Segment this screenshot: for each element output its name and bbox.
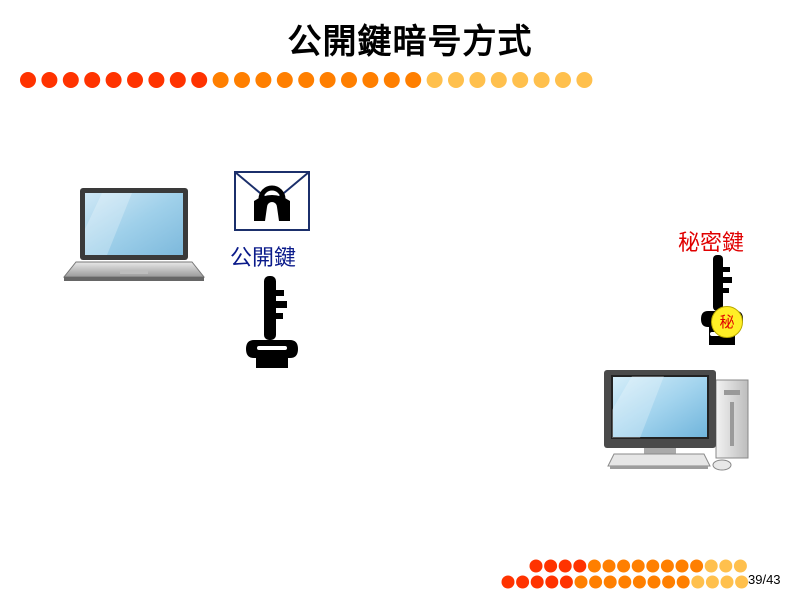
laptop-icon [62, 188, 206, 281]
decor-dot [105, 72, 122, 88]
decor-dot [573, 559, 587, 573]
decor-dot [704, 559, 718, 573]
page-title: 公開鍵暗号方式 [287, 22, 533, 62]
decor-dot [255, 72, 272, 88]
decor-dot [733, 559, 747, 573]
title-underline-dots [20, 72, 593, 88]
decor-dot [20, 72, 36, 88]
decor-dot [558, 559, 572, 573]
decor-dot [544, 559, 558, 573]
decor-dot [574, 575, 588, 589]
public-key-label: 公開鍵 [230, 246, 297, 271]
decor-dot [589, 575, 603, 589]
decor-dot [603, 575, 617, 589]
decor-dot [587, 559, 601, 573]
decor-dot [41, 72, 58, 88]
decor-dot [276, 72, 293, 88]
decor-dot [319, 72, 336, 88]
decor-dot [545, 575, 559, 589]
decor-dot [512, 72, 529, 88]
decor-dot [632, 575, 646, 589]
decor-dot [735, 575, 749, 589]
decor-dot [576, 72, 593, 88]
decor-dot [559, 575, 573, 589]
public-key-icon [246, 276, 298, 368]
page-number: 39/43 [748, 572, 781, 587]
decor-dot [426, 72, 443, 88]
decor-dot [191, 72, 208, 88]
decor-dot [169, 72, 186, 88]
decor-dot [618, 575, 632, 589]
decor-dot [675, 559, 689, 573]
decor-dot [469, 72, 486, 88]
decor-dot [84, 72, 101, 88]
decor-dot [646, 559, 660, 573]
decor-dot [405, 72, 422, 88]
decor-dot [234, 72, 250, 88]
decor-dot [631, 559, 645, 573]
decor-dot [530, 575, 544, 589]
decor-dot [662, 575, 676, 589]
decor-dot [533, 72, 550, 88]
decor-dot [383, 72, 400, 88]
decor-dot [690, 559, 704, 573]
decor-dot [501, 575, 515, 589]
decor-dot [555, 72, 571, 88]
secret-key-label: 秘密鍵 [678, 231, 745, 256]
decor-dot [647, 575, 661, 589]
decor-dot [212, 72, 229, 88]
secret-badge: 秘 [711, 306, 743, 338]
decor-dot [720, 575, 734, 589]
decor-dot [719, 559, 733, 573]
desktop-computer-icon [604, 370, 749, 471]
footer-dots [501, 559, 749, 589]
decor-dot [676, 575, 690, 589]
decor-dot [516, 575, 530, 589]
decor-dot [602, 559, 616, 573]
decor-dot [660, 559, 674, 573]
decor-dot [490, 72, 507, 88]
decor-dot [62, 72, 79, 88]
decor-dot [341, 72, 357, 88]
locked-envelope-icon [234, 171, 310, 231]
decor-dot [148, 72, 165, 88]
decor-dot [617, 559, 631, 573]
decor-dot [529, 559, 543, 573]
decor-dot [448, 72, 464, 88]
decor-dot [705, 575, 719, 589]
decor-dot [362, 72, 379, 88]
decor-dot [691, 575, 705, 589]
decor-dot [298, 72, 315, 88]
decor-dot [127, 72, 143, 88]
